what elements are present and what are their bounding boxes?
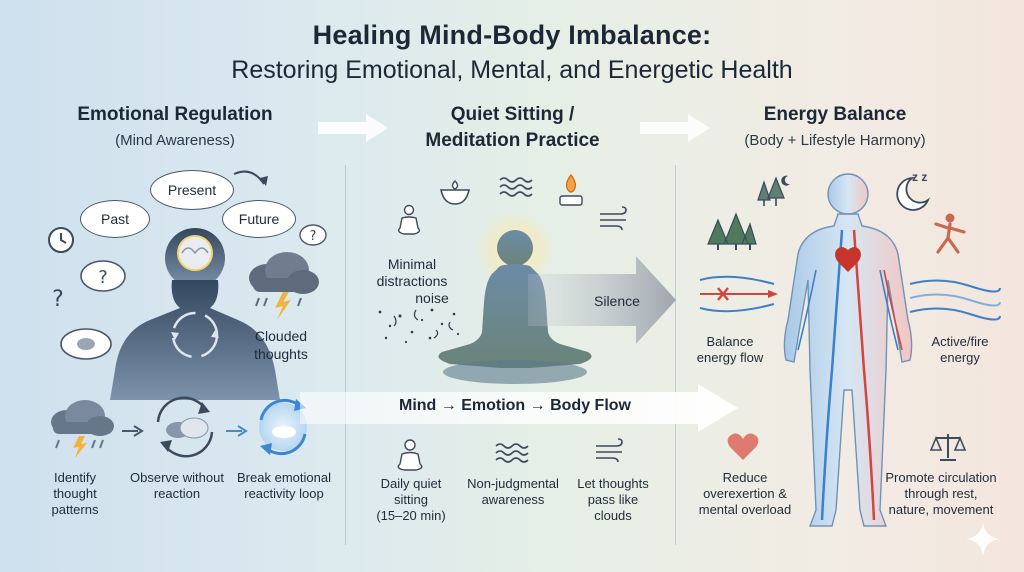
nonjudgmental-line1: Non-judgmental	[467, 476, 559, 491]
noise-scatter-icon	[378, 308, 460, 344]
daily-sitting-icon	[397, 439, 423, 471]
observe-cycle-icon	[156, 396, 214, 458]
meditation-title-line1: Quiet Sitting /	[450, 104, 575, 125]
svg-text:?: ?	[98, 267, 108, 288]
balance-line2: energy flow	[696, 350, 764, 365]
silence-label: Silence	[594, 293, 640, 309]
candle-icon	[559, 174, 583, 206]
curved-arrow-icon	[233, 170, 268, 186]
sleep-z-text: z z	[912, 170, 928, 184]
clouded-label-line1: Clouded	[254, 328, 308, 344]
daily-line2: sitting	[394, 492, 428, 507]
letpass-line2: pass like	[587, 492, 639, 507]
flow-banner-arrow-icon	[300, 384, 738, 432]
step-arrow-1-icon	[122, 425, 144, 437]
cloud-thought-icon	[60, 328, 112, 360]
header-arrow-2-icon	[640, 114, 710, 142]
emotional-regulation-title: Emotional Regulation	[77, 104, 273, 125]
energy-balance-subtitle: (Body + Lifestyle Harmony)	[744, 132, 926, 149]
header-arrow-1-icon	[318, 114, 388, 142]
reduce-line1: Reduce	[722, 470, 768, 485]
distractions-line1: Minimal	[387, 256, 437, 272]
wind-icon	[600, 206, 627, 231]
forest-icon	[707, 212, 757, 250]
page-title: Healing Mind-Body Imbalance:	[312, 20, 712, 50]
tai-chi-icon	[934, 213, 966, 254]
column-divider-right	[675, 165, 676, 545]
tree-moon-icon	[757, 175, 790, 206]
observe-line1: Observe without	[130, 470, 224, 485]
future-bubble: Future	[222, 200, 296, 238]
past-bubble: Past	[80, 200, 150, 238]
silence-arrow-icon	[528, 256, 676, 344]
balance-line1: Balance	[706, 334, 754, 349]
body-energy-figure-icon	[783, 173, 913, 527]
daily-line3: (15–20 min)	[376, 508, 446, 523]
nonjudgmental-line2: awareness	[481, 492, 545, 507]
distractions-line2: distractions	[376, 273, 448, 289]
active-line2: energy	[940, 350, 980, 365]
page-subtitle: Restoring Emotional, Mental, and Energet…	[231, 56, 793, 84]
heart-icon	[727, 433, 759, 460]
waves-icon	[499, 177, 533, 197]
active-line1: Active/fire	[931, 334, 989, 349]
storm-cloud-icon	[249, 252, 319, 320]
question-mark-icon: ?	[52, 287, 64, 312]
meditating-figure-icon	[438, 210, 592, 384]
promote-line3: nature, movement	[888, 502, 994, 517]
promote-line2: through rest,	[904, 486, 978, 501]
clouded-label-line2: thoughts	[254, 346, 308, 362]
small-question-bubble-icon: ?	[299, 224, 327, 246]
letpass-line1: Let thoughts	[577, 476, 649, 491]
break-loop-icon	[259, 398, 307, 456]
question-bubble-icon: ?	[80, 260, 126, 292]
flow-banner-label: Mind → Emotion → Body Flow	[399, 397, 631, 414]
observe-line2: reaction	[153, 486, 201, 501]
balance-flow-arrows-icon	[699, 275, 778, 313]
promote-line1: Promote circulation	[885, 470, 997, 485]
emotional-regulation-subtitle: (Mind Awareness)	[115, 132, 235, 149]
pass-wind-icon	[596, 438, 623, 463]
svg-text:?: ?	[310, 229, 317, 244]
break-line1: Break emotional	[237, 470, 331, 485]
step-arrow-2-icon	[226, 425, 248, 437]
present-bubble: Present	[150, 170, 234, 210]
clock-icon	[48, 227, 74, 253]
awareness-waves-icon	[495, 443, 529, 463]
sparkle-icon	[966, 522, 1000, 556]
distractions-line3: noise	[415, 290, 449, 306]
column-divider-left	[345, 165, 346, 545]
meditator-small-icon	[397, 204, 421, 235]
scales-icon	[929, 434, 967, 461]
reduce-line2: overexertion &	[703, 486, 787, 501]
rain-cloud-icon	[51, 400, 114, 458]
identify-line3: patterns	[51, 502, 99, 517]
singing-bowl-icon	[440, 180, 470, 205]
head-silhouette-icon	[110, 228, 280, 400]
moon-sleep-icon	[896, 176, 931, 211]
energy-balance-title: Energy Balance	[763, 104, 907, 125]
reduce-line3: mental overload	[698, 502, 792, 517]
letpass-line3: clouds	[594, 508, 632, 523]
svg-text:?: ?	[52, 287, 64, 312]
break-line2: reactivity loop	[244, 486, 324, 501]
identify-line2: thought	[53, 486, 97, 501]
identify-line1: Identify	[54, 470, 96, 485]
active-energy-waves-icon	[909, 279, 1001, 321]
meditation-title-line2: Meditation Practice	[425, 130, 600, 151]
daily-line1: Daily quiet	[380, 476, 442, 491]
